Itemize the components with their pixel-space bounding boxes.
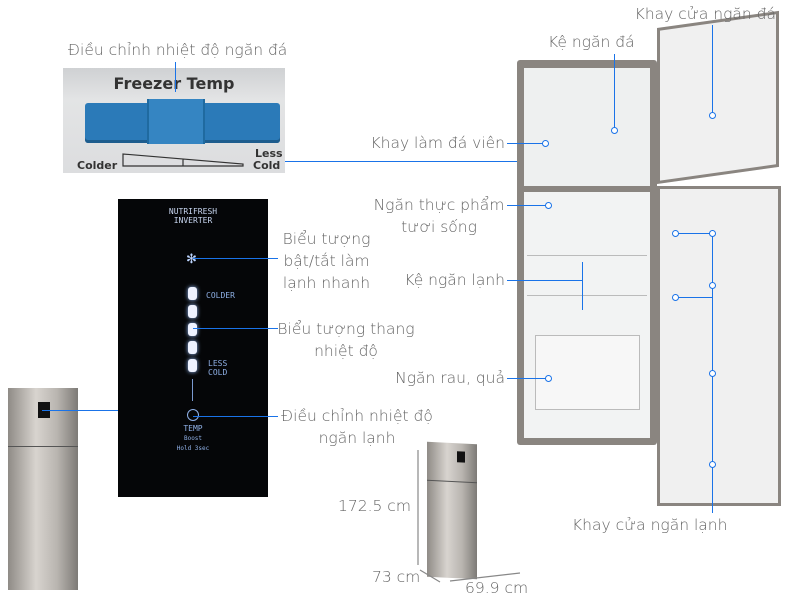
height-dimension: 172.5 cm (338, 497, 411, 515)
temp-wedge-icon (122, 153, 244, 167)
dimension-arrows (417, 450, 521, 583)
fridge-front-image (8, 388, 78, 590)
freezer-temp-panel: Freezer Temp Colder Less Cold (63, 68, 285, 173)
width-dimension: 69.9 cm (465, 579, 529, 597)
less-text: Less (255, 147, 283, 160)
fridge-shelf-label: Kệ ngăn lạnh (404, 271, 505, 289)
colder-label: COLDER (206, 291, 235, 300)
depth-dimension: 73 cm (372, 568, 421, 586)
panel-title: Freezer Temp (113, 74, 235, 93)
ice-tray-label: Khay làm đá viên (370, 134, 505, 152)
freezer-shelf-label: Kệ ngăn đá (548, 33, 635, 51)
slider-knob (147, 99, 205, 144)
fridge-door-tray-label: Khay cửa ngăn lạnh (572, 516, 728, 534)
crisper-label: Ngăn rau, quả (395, 369, 505, 387)
cold-text: Cold (253, 159, 281, 172)
snowflake-icon[interactable]: ✻ (186, 252, 197, 267)
temp-button-icon[interactable] (187, 409, 199, 421)
colder-text: Colder (77, 159, 118, 172)
freezer-temp-slider (85, 99, 280, 144)
open-fridge-image (517, 60, 657, 445)
freezer-door-tray-label: Khay cửa ngăn đá (634, 5, 776, 23)
freezer-control-label: Điều chỉnh nhiệt độ ngăn đá (68, 41, 288, 59)
